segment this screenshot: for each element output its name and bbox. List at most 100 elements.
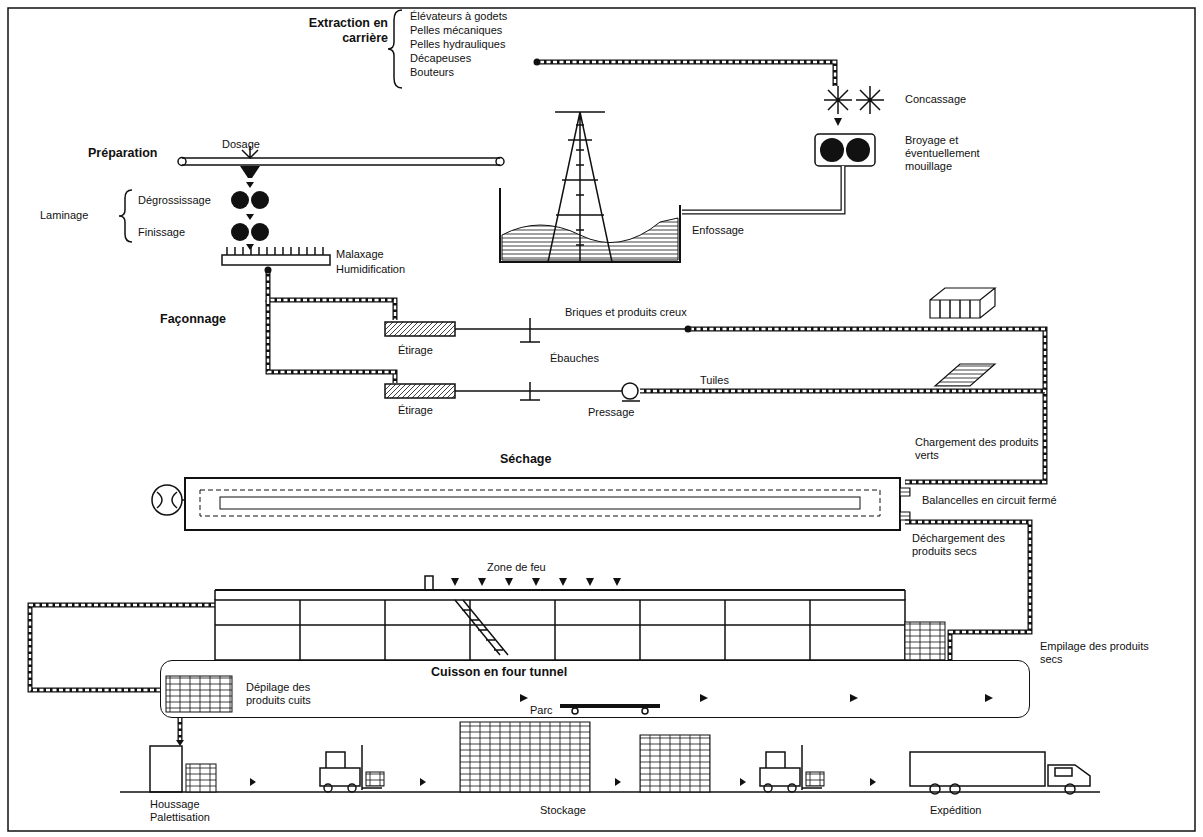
process-label: Étirage — [398, 344, 433, 357]
dryer — [900, 512, 910, 520]
kiln-car — [572, 708, 578, 714]
conveyor-chain — [640, 390, 1045, 392]
process-label: Briques et produits creux — [565, 306, 687, 319]
tile-icon — [935, 364, 995, 386]
process-label: Concassage — [905, 93, 966, 106]
process-label: Bouteurs — [410, 66, 454, 79]
conveyor-chain — [268, 270, 395, 320]
roller-mill — [246, 182, 254, 250]
extruder — [455, 318, 690, 342]
yard — [1048, 765, 1090, 786]
extruder — [385, 322, 455, 336]
conveyor-chain — [640, 389, 1045, 394]
yard — [186, 764, 216, 792]
process-label: Zone de feu — [487, 561, 546, 574]
stage-heading: Séchage — [500, 452, 551, 467]
grinder-symbol — [682, 134, 875, 212]
process-label: Humidification — [336, 263, 405, 276]
grinder-symbol — [846, 138, 870, 162]
yard — [764, 784, 772, 792]
bracket — [119, 10, 402, 242]
extruder — [455, 382, 640, 401]
conveyor-chain — [540, 62, 835, 86]
process-label: Laminage — [40, 209, 88, 222]
yard — [120, 722, 1100, 794]
dryer — [152, 485, 182, 515]
yard — [324, 784, 332, 792]
grinder-symbol — [682, 166, 843, 212]
yard — [150, 746, 182, 792]
process-label: Dosage — [222, 138, 260, 151]
process-label: Pressage — [588, 406, 634, 419]
yard — [320, 768, 360, 786]
tunnel-kiln — [905, 622, 945, 660]
conveyor-chain — [268, 300, 395, 383]
process-band: Cuisson en four tunnelDépilage des produ… — [160, 660, 1030, 718]
dosing-belt — [496, 158, 504, 166]
chain-link — [905, 522, 1030, 660]
process-label: Élévateurs à godets — [410, 10, 507, 23]
bracket — [388, 10, 402, 88]
process-label: Balancelles en circuit fermé — [922, 494, 1057, 507]
roller-mill — [231, 223, 249, 241]
yard — [120, 791, 1100, 793]
process-stage: Séchage — [150, 452, 905, 536]
yard — [366, 772, 384, 786]
conveyor-chain — [30, 59, 1045, 741]
dryer — [157, 492, 185, 508]
grinder-symbol — [682, 166, 843, 212]
conveyor-chain — [905, 522, 1030, 660]
dryer — [200, 490, 880, 516]
process-label: Ébauches — [550, 352, 599, 365]
conveyor-chain — [534, 59, 541, 66]
mixer — [222, 247, 330, 265]
tunnel-kiln — [425, 576, 433, 590]
kiln-car — [642, 708, 648, 714]
mixer — [222, 247, 330, 255]
process-label: Parc — [530, 704, 553, 717]
roller-mill — [251, 223, 269, 241]
process-label: Dégrossissage — [138, 194, 211, 207]
conveyor-chain — [268, 270, 395, 320]
mixer — [222, 255, 330, 265]
extruder — [385, 318, 690, 401]
stage-heading: Préparation — [88, 146, 157, 161]
bracket — [119, 190, 132, 242]
frame — [8, 8, 1195, 831]
stage-heading: Extraction en carrière — [300, 16, 388, 46]
tunnel-kiln — [215, 590, 905, 660]
tunnel-kiln — [451, 578, 621, 586]
process-label: Tuiles — [700, 374, 729, 387]
yard — [176, 740, 184, 746]
process-label: Déchargement des produits secs — [912, 532, 1012, 558]
tunnel-kiln — [215, 589, 905, 591]
dosing-belt — [178, 146, 504, 178]
process-label: Enfossage — [692, 224, 744, 237]
stage-heading: Façonnage — [160, 312, 226, 327]
yard — [930, 784, 940, 794]
dosing-belt — [178, 158, 186, 166]
process-label: Dépilage des produits cuits — [246, 681, 346, 707]
yard — [950, 784, 960, 794]
process-label: Décapeuses — [410, 52, 471, 65]
kiln-car — [166, 676, 232, 712]
yard — [348, 784, 356, 792]
conveyor-chain — [540, 62, 835, 86]
process-label: Étirage — [398, 404, 433, 417]
yard — [806, 772, 824, 786]
conveyor-chain — [690, 329, 1045, 482]
yard — [760, 768, 800, 786]
conveyor-chain — [179, 718, 181, 740]
process-label: Stockage — [540, 804, 586, 817]
extruder — [385, 384, 455, 398]
roller-mill — [231, 182, 269, 250]
conveyor-chain — [690, 329, 1045, 482]
clay-pit — [548, 112, 612, 262]
clay-pit — [500, 188, 680, 262]
process-label: Pelles mécaniques — [410, 24, 502, 37]
tile-icon — [935, 364, 995, 386]
process-label: Empilage des produits secs — [1040, 640, 1155, 666]
